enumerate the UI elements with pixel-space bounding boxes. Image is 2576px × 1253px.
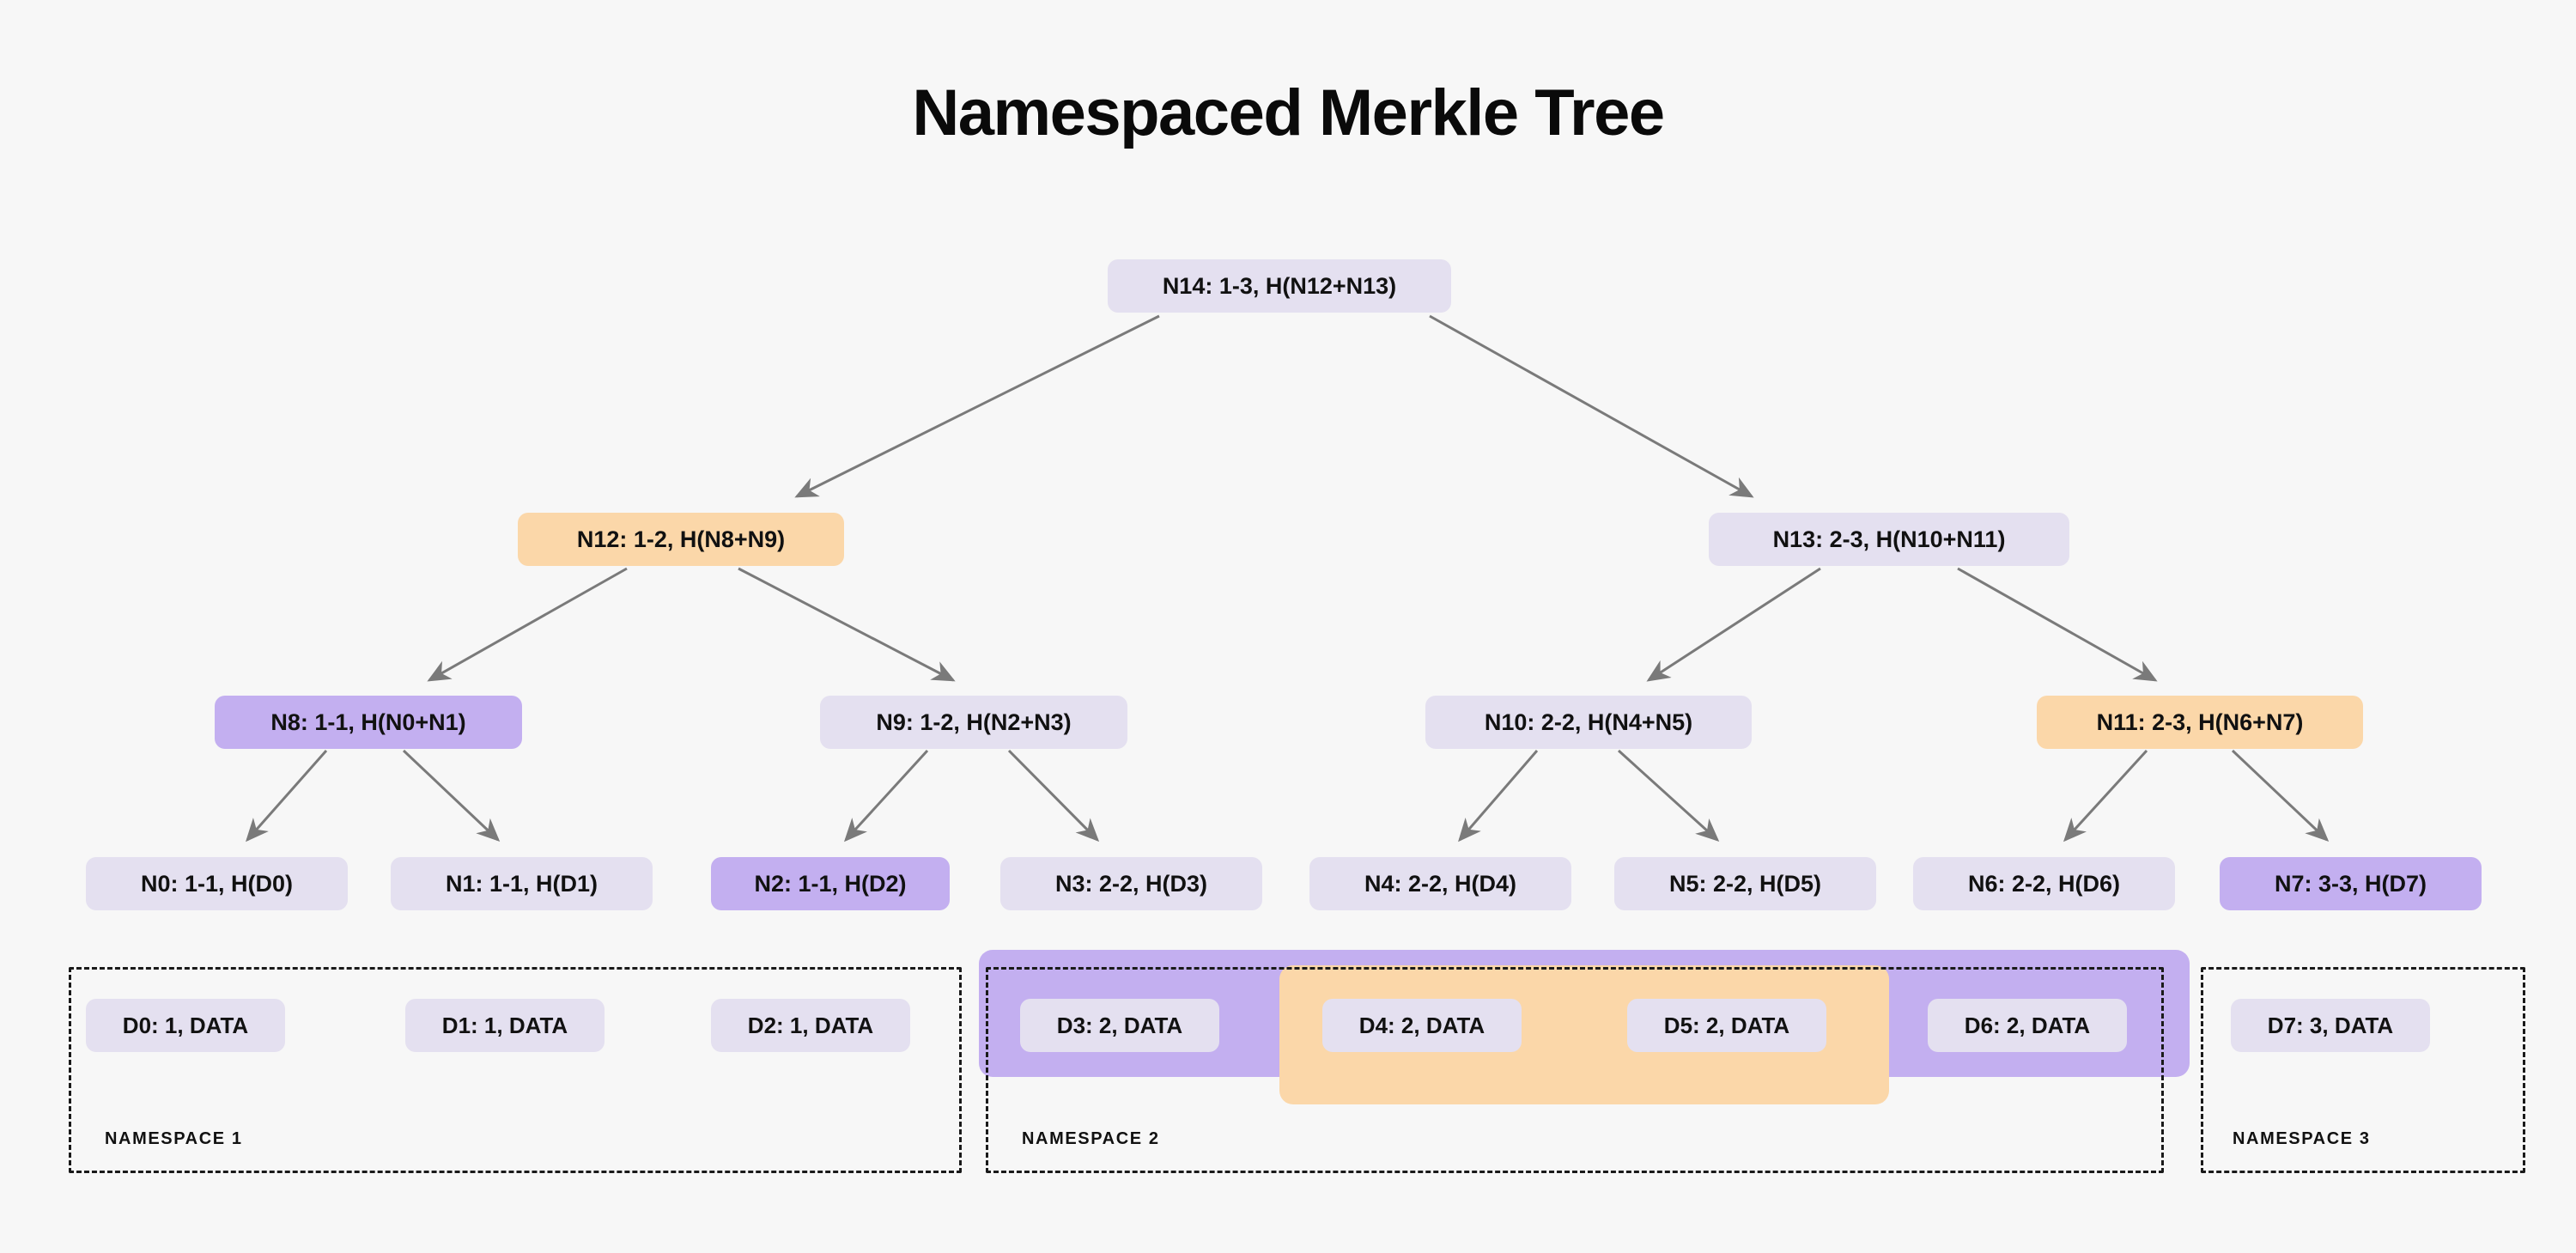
namespace-box-2 bbox=[986, 967, 2164, 1173]
tree-edge-n12-n9 bbox=[738, 567, 956, 682]
data-item-d7[interactable]: D7: 3, DATA bbox=[2231, 999, 2430, 1052]
tree-edge-n11-n7 bbox=[2231, 749, 2330, 842]
tree-node-n12[interactable]: N12: 1-2, H(N8+N9) bbox=[518, 513, 844, 566]
namespace-box-3 bbox=[2201, 967, 2525, 1173]
tree-node-n3[interactable]: N3: 2-2, H(D3) bbox=[1000, 857, 1262, 910]
tree-edge-n14-n13 bbox=[1429, 314, 1754, 498]
data-item-d1[interactable]: D1: 1, DATA bbox=[405, 999, 605, 1052]
namespace-box-1 bbox=[69, 967, 962, 1173]
namespace-label-2: NAMESPACE 2 bbox=[1022, 1129, 1160, 1148]
tree-node-n13[interactable]: N13: 2-3, H(N10+N11) bbox=[1709, 513, 2069, 566]
data-item-d4[interactable]: D4: 2, DATA bbox=[1322, 999, 1522, 1052]
tree-edge-n9-n3 bbox=[1007, 749, 1100, 842]
tree-node-n2[interactable]: N2: 1-1, H(D2) bbox=[711, 857, 950, 910]
tree-node-n14[interactable]: N14: 1-3, H(N12+N13) bbox=[1108, 259, 1451, 313]
tree-node-n1[interactable]: N1: 1-1, H(D1) bbox=[391, 857, 653, 910]
tree-edge-n10-n4 bbox=[1458, 750, 1539, 842]
page-title: Namespaced Merkle Tree bbox=[912, 76, 1665, 149]
tree-edge-n13-n10 bbox=[1646, 567, 1821, 682]
tree-node-n0[interactable]: N0: 1-1, H(D0) bbox=[86, 857, 348, 910]
tree-edge-n8-n0 bbox=[246, 750, 328, 842]
data-item-d2[interactable]: D2: 1, DATA bbox=[711, 999, 910, 1052]
tree-node-n6[interactable]: N6: 2-2, H(D6) bbox=[1913, 857, 2175, 910]
tree-edge-n14-n12 bbox=[794, 314, 1160, 498]
namespace-label-1: NAMESPACE 1 bbox=[105, 1129, 243, 1148]
data-item-d0[interactable]: D0: 1, DATA bbox=[86, 999, 285, 1052]
namespace-label-3: NAMESPACE 3 bbox=[2233, 1129, 2371, 1148]
data-item-d6[interactable]: D6: 2, DATA bbox=[1928, 999, 2127, 1052]
tree-edge-n8-n1 bbox=[402, 749, 501, 842]
tree-edge-n11-n6 bbox=[2063, 749, 2148, 842]
data-item-d5[interactable]: D5: 2, DATA bbox=[1627, 999, 1826, 1052]
tree-node-n9[interactable]: N9: 1-2, H(N2+N3) bbox=[820, 696, 1127, 749]
tree-edge-n12-n8 bbox=[427, 567, 628, 682]
tree-node-n7[interactable]: N7: 3-3, H(D7) bbox=[2220, 857, 2482, 910]
tree-edges bbox=[246, 314, 2330, 842]
tree-node-n10[interactable]: N10: 2-2, H(N4+N5) bbox=[1425, 696, 1752, 749]
data-item-d3[interactable]: D3: 2, DATA bbox=[1020, 999, 1219, 1052]
tree-node-n8[interactable]: N8: 1-1, H(N0+N1) bbox=[215, 696, 522, 749]
tree-node-n11[interactable]: N11: 2-3, H(N6+N7) bbox=[2037, 696, 2363, 749]
tree-edge-n9-n2 bbox=[843, 749, 929, 842]
tree-node-n5[interactable]: N5: 2-2, H(D5) bbox=[1614, 857, 1876, 910]
tree-edge-n10-n5 bbox=[1617, 749, 1720, 842]
tree-node-n4[interactable]: N4: 2-2, H(D4) bbox=[1309, 857, 1571, 910]
tree-edge-n13-n11 bbox=[1957, 567, 2158, 682]
